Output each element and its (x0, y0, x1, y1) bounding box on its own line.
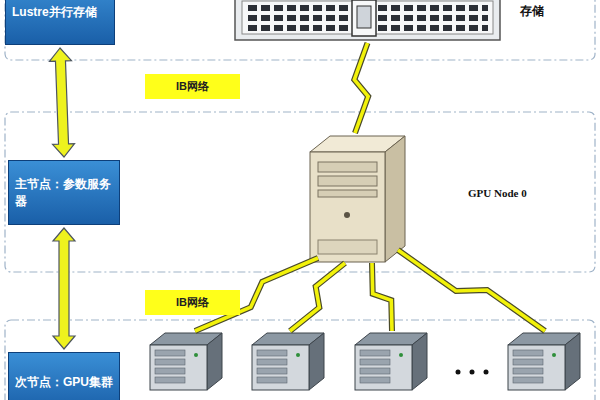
band (5, 112, 595, 272)
lightning-link (354, 43, 368, 133)
rack-server (508, 333, 580, 390)
node-label: 主节点：参数服务器 (15, 176, 113, 208)
node-label: IB网络 (176, 79, 209, 94)
node-label: 次节点：GPU集群 (15, 374, 113, 390)
cluster-label: 次节点：GPU集群 (8, 352, 120, 400)
gpu-node: GPU Node 0 (305, 136, 405, 263)
bolt-fill (398, 250, 545, 331)
bolt-fill (372, 263, 392, 331)
double-arrow (49, 48, 74, 157)
wireless-links (195, 250, 545, 331)
master-node-label: 主节点：参数服务器 (8, 160, 120, 225)
storage-device: 存储 (235, 0, 500, 40)
rack-servers (150, 333, 580, 390)
rack-server (355, 333, 427, 390)
bolt-outline (398, 250, 545, 331)
storage-label: Lustre并行存储 (5, 0, 115, 45)
node-label: GPU Node 0 (468, 187, 527, 199)
storage-rack (235, 0, 500, 40)
bolt-fill (354, 43, 368, 133)
node-label: IB网络 (176, 295, 209, 310)
network-arrow (49, 48, 74, 157)
bolt-outline (354, 43, 368, 133)
network-arrow (53, 228, 75, 349)
ellipsis-dots (456, 370, 489, 375)
rack-server (252, 333, 324, 390)
double-arrow (53, 228, 75, 349)
bolt-outline (372, 263, 392, 331)
node-label: Lustre并行存储 (12, 4, 97, 20)
bolt-fill (290, 263, 345, 331)
node-label: 存储 (520, 4, 544, 18)
network-label: IB网络 (145, 74, 240, 99)
network-label: IB网络 (145, 290, 240, 315)
tower-server (310, 136, 405, 262)
rack-server (150, 333, 222, 390)
bolt-outline (290, 263, 345, 331)
